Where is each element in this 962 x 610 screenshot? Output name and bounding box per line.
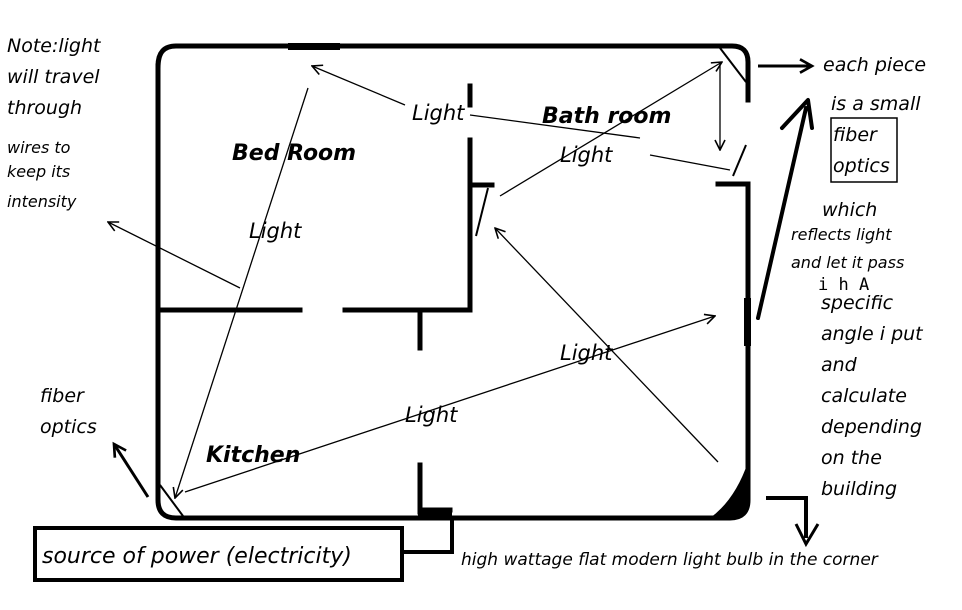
light-label: Light (249, 219, 302, 243)
boxed-text: fiber (833, 124, 878, 146)
note-line: will travel (7, 66, 100, 88)
arrow-right-window-head (780, 98, 814, 130)
ray-bulb-to-bathroom-door (495, 228, 719, 463)
light-rays (108, 62, 731, 498)
angle-line: depending (821, 416, 922, 438)
ray-to-note (108, 222, 241, 289)
let-pass-text: and let it pass (791, 253, 904, 272)
which-text: which (822, 199, 877, 221)
each-piece-text: each piece (823, 54, 926, 76)
corner-light-bulb (710, 462, 748, 518)
ray-bedroom-to-kitchen-corner (175, 87, 309, 498)
arrow-to-bulb-caption (766, 496, 808, 538)
note-line: wires to (7, 138, 71, 157)
bedroom-window (288, 43, 340, 50)
arrow-to-fiber-optics (114, 444, 150, 498)
right-window (744, 298, 751, 346)
note-text: Note:light will travel through wires to … (7, 35, 102, 211)
reflects-text: reflects light (791, 225, 892, 244)
note-line: intensity (7, 192, 77, 211)
fiber-optics-box (830, 117, 898, 183)
power-connector (418, 509, 452, 518)
note-line: keep its (7, 162, 70, 181)
ray-to-bedroom-window (312, 66, 406, 106)
in-a-text: i h A (818, 275, 869, 295)
light-label: Light (560, 143, 613, 167)
ray-bath-left (469, 114, 641, 139)
arrow-right-window-up (756, 106, 808, 320)
ray-door-to-bath-corner (499, 62, 722, 197)
light-label: Light (412, 101, 465, 125)
angle-text: specific angle i put and calculate depen… (821, 292, 924, 500)
power-wire (400, 518, 454, 554)
room-label-bedroom: Bed Room (232, 141, 356, 166)
note-line: Note:light (7, 35, 102, 57)
ray-bath-right-reflect (649, 154, 731, 171)
room-label-bathroom: Bath room (542, 104, 671, 129)
light-label: Light (560, 341, 613, 365)
power-source-box (33, 526, 404, 582)
note-line: through (7, 97, 82, 119)
angle-line: and (821, 354, 858, 376)
angle-line: building (821, 478, 897, 500)
angle-line: angle i put (821, 323, 924, 345)
fiber-pieces (159, 47, 747, 517)
angle-line: on the (821, 447, 882, 469)
room-label-kitchen: Kitchen (206, 443, 300, 468)
arrow-to-bulb-caption-head (794, 523, 820, 548)
is-a-small-text: is a small (831, 93, 921, 115)
fiber-optics-label: optics (40, 416, 97, 438)
bulb-caption: high wattage flat modern light bulb in t… (461, 550, 879, 570)
boxed-text: optics (833, 155, 890, 177)
fiber-optics-label: fiber (40, 385, 85, 407)
ray-kitchen-to-right-window (184, 316, 715, 493)
angle-line: calculate (821, 385, 907, 407)
angle-line: specific (821, 292, 894, 314)
light-label: Light (405, 403, 458, 427)
power-source-label: source of power (electricity) (42, 544, 352, 569)
